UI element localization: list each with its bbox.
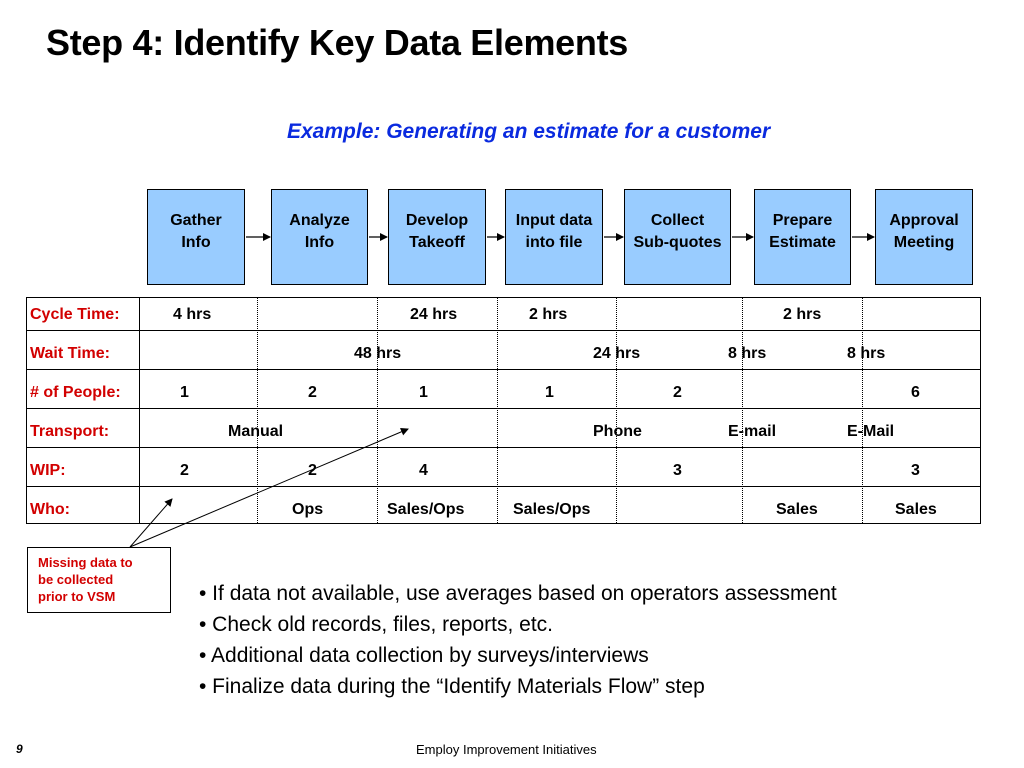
- step-label: Input data into file: [515, 212, 593, 251]
- table-divider: [742, 298, 743, 523]
- table-row-line: [27, 330, 980, 331]
- table-divider: [497, 298, 498, 523]
- table-divider: [862, 298, 863, 523]
- step-approval-meeting: Approval Meeting: [875, 189, 973, 285]
- step-input-data: Input data into file: [505, 189, 603, 285]
- callout-pointer: [129, 498, 173, 548]
- footer-text: Employ Improvement Initiatives: [416, 742, 597, 757]
- step-collect-subquotes: Collect Sub-quotes: [624, 189, 731, 285]
- table-divider: [616, 298, 617, 523]
- table-cell: 3: [673, 462, 682, 479]
- table-cell: 24 hrs: [410, 306, 458, 323]
- table-divider: [139, 297, 140, 524]
- row-label-wait-time: Wait Time:: [30, 345, 111, 362]
- table-cell: Phone: [593, 423, 642, 440]
- step-gather-info: Gather Info: [147, 189, 245, 285]
- bullet-list: • If data not available, use averages ba…: [199, 578, 837, 702]
- table-cell: 2: [308, 462, 317, 479]
- step-label: Prepare Estimate: [769, 212, 836, 251]
- table-cell: E-Mail: [847, 423, 895, 440]
- step-label: Develop Takeoff: [405, 212, 469, 251]
- row-label-people: # of People:: [30, 384, 121, 401]
- step-label: Analyze Info: [289, 212, 350, 251]
- bullet-item: • Check old records, files, reports, etc…: [199, 613, 553, 636]
- row-label-who: Who:: [30, 501, 70, 518]
- table-cell: 6: [911, 384, 920, 401]
- row-label-wip: WIP:: [30, 462, 66, 479]
- table-cell: 4 hrs: [173, 306, 212, 323]
- table-cell: 2 hrs: [529, 306, 568, 323]
- table-cell: 4: [419, 462, 428, 479]
- row-label-transport: Transport:: [30, 423, 110, 440]
- table-cell: Sales/Ops: [513, 501, 591, 518]
- table-cell: E-mail: [728, 423, 777, 440]
- missing-data-callout: Missing data to be collected prior to VS…: [27, 547, 171, 613]
- table-cell: 2: [180, 462, 189, 479]
- table-row-line: [27, 408, 980, 409]
- table-cell: 2: [308, 384, 317, 401]
- table-cell: Manual: [228, 423, 284, 440]
- table-divider: [377, 298, 378, 523]
- table-cell: 24 hrs: [593, 345, 641, 362]
- table-cell: 2: [673, 384, 682, 401]
- table-cell: 1: [180, 384, 189, 401]
- step-develop-takeoff: Develop Takeoff: [388, 189, 486, 285]
- callout-pointer: [129, 428, 409, 548]
- table-cell: Sales: [895, 501, 937, 518]
- row-label-cycle-time: Cycle Time:: [30, 306, 120, 323]
- table-divider: [257, 298, 258, 523]
- table-cell: 8 hrs: [728, 345, 767, 362]
- table-cell: 48 hrs: [354, 345, 402, 362]
- table-row-line: [27, 486, 980, 487]
- bullet-item: • Finalize data during the “Identify Mat…: [199, 675, 705, 698]
- table-cell: 8 hrs: [847, 345, 886, 362]
- slide-title: Step 4: Identify Key Data Elements: [46, 22, 628, 63]
- bullet-item: • Additional data collection by surveys/…: [199, 644, 649, 667]
- step-analyze-info: Analyze Info: [271, 189, 368, 285]
- table-cell: 1: [545, 384, 554, 401]
- step-label: Gather Info: [170, 212, 222, 251]
- bullet-item: • If data not available, use averages ba…: [199, 582, 837, 605]
- step-label: Approval Meeting: [889, 212, 959, 251]
- table-cell: Sales: [776, 501, 818, 518]
- slide-subtitle: Example: Generating an estimate for a cu…: [287, 120, 771, 143]
- table-cell: Ops: [292, 501, 324, 518]
- step-label: Collect Sub-quotes: [633, 212, 722, 251]
- step-prepare-estimate: Prepare Estimate: [754, 189, 851, 285]
- page-number: 9: [16, 742, 23, 756]
- table-cell: Sales/Ops: [387, 501, 465, 518]
- table-row-line: [27, 447, 980, 448]
- table-cell: 3: [911, 462, 920, 479]
- data-table: [26, 297, 981, 524]
- table-cell: 1: [419, 384, 428, 401]
- table-cell: 2 hrs: [783, 306, 822, 323]
- table-row-line: [27, 369, 980, 370]
